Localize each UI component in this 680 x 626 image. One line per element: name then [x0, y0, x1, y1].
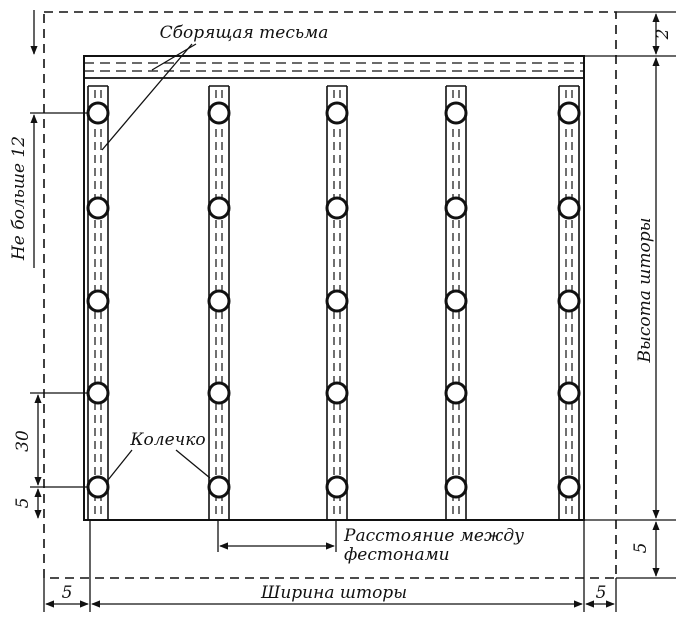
ring-circle [557, 196, 581, 220]
max-spacing-label: Не больше 12 [9, 136, 29, 261]
ring-circle [444, 475, 468, 499]
ring-guide-lines [30, 112, 88, 488]
bottom-margin-value: 5 [631, 543, 651, 554]
ring-circle [207, 196, 231, 220]
tape-label: Сборящая тесьма [160, 23, 329, 43]
side-margin-right-value: 5 [596, 583, 607, 603]
ring-circle [86, 381, 110, 405]
top-margin-value: 2 [653, 29, 673, 41]
ring-circle [557, 381, 581, 405]
scallop-distance-line1: Расстояние между [343, 526, 524, 546]
ring-circle [86, 196, 110, 220]
ring-spacing-value: 30 [13, 430, 33, 452]
ring-strip [557, 85, 581, 520]
ring-circle [86, 101, 110, 125]
ring-circle [444, 101, 468, 125]
ring-circle [557, 101, 581, 125]
ring-strip [325, 85, 349, 520]
top-margin-dimension [584, 11, 676, 57]
ring-circle [444, 381, 468, 405]
ring-circle [207, 101, 231, 125]
scallop-distance-line2: фестонами [344, 545, 450, 565]
ring-circle [207, 289, 231, 313]
ring-strip [444, 85, 468, 520]
ring-strip [207, 85, 231, 520]
ring-strip [86, 85, 110, 520]
ring-circle [325, 101, 349, 125]
ring-circle [557, 475, 581, 499]
ring-circle [86, 475, 110, 499]
ring-circle [444, 289, 468, 313]
width-label: Ширина шторы [260, 583, 407, 603]
ring-circle [86, 289, 110, 313]
ring-circle [325, 475, 349, 499]
gathering-tape [84, 62, 584, 79]
bottom-ring-offset-value: 5 [13, 498, 33, 509]
side-margin-left-value: 5 [62, 583, 73, 603]
fabric-outline-dashed [43, 11, 617, 579]
ring-circle [207, 475, 231, 499]
tape-leader-lines [101, 43, 197, 151]
bottom-margin-dimension [584, 519, 676, 579]
ring-circle [325, 381, 349, 405]
ring-leader-lines [107, 449, 211, 481]
bottom-extension-lines [43, 520, 617, 612]
ring-circle [557, 289, 581, 313]
height-label: Высота шторы [635, 218, 655, 364]
ring-circle [207, 381, 231, 405]
ring-circle [444, 196, 468, 220]
ring-label: Колечко [129, 430, 205, 450]
ring-circle [325, 289, 349, 313]
ring-circle [325, 196, 349, 220]
ring-strips [86, 85, 581, 520]
